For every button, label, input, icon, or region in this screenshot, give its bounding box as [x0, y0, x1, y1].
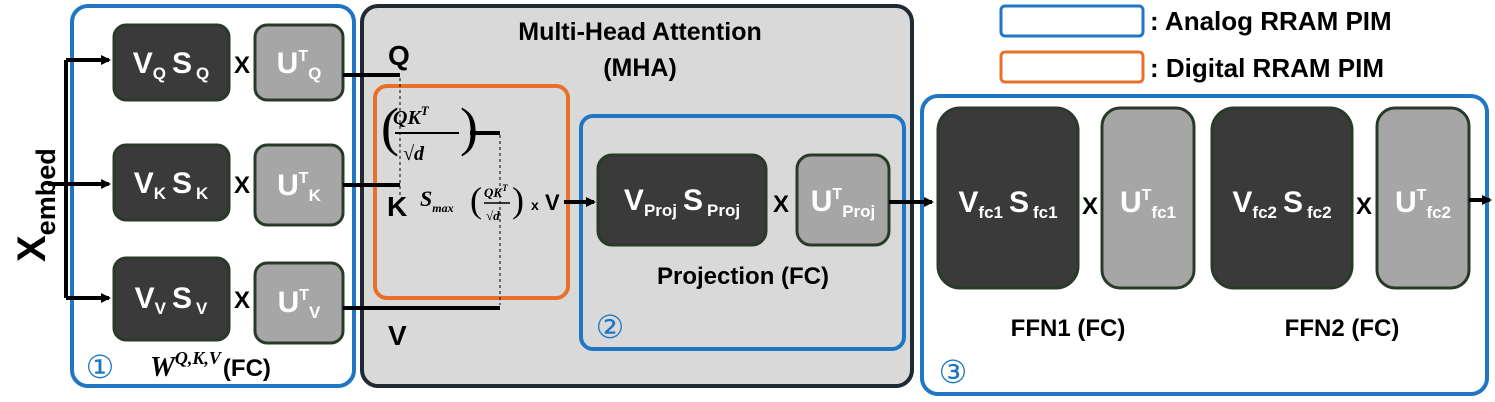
section1-box	[70, 4, 356, 388]
svg-text:Smax: Smax	[420, 186, 454, 215]
section2-label: Projection (FC)	[657, 263, 829, 290]
legend-analog-swatch	[999, 4, 1145, 38]
svg-text:UTfc2: UTfc2	[1395, 186, 1451, 222]
output-v: V	[388, 320, 407, 351]
attention-dotted-guides	[399, 78, 501, 305]
svg-text:QKT: QKT	[393, 103, 430, 129]
svg-text:UTfc1: UTfc1	[1120, 186, 1176, 222]
mha-abbr: (MHA)	[603, 54, 677, 82]
qkv-output-lines	[343, 73, 500, 310]
attention-softmax: Smax ( QKT √d ) x V	[420, 180, 560, 223]
ut-block-q	[253, 23, 345, 102]
input-lines	[48, 55, 111, 303]
svg-text:Xembed: Xembed	[10, 148, 61, 262]
svg-text:√d: √d	[486, 208, 500, 223]
svg-text:UTProj: UTProj	[811, 185, 876, 221]
ut-block-fc1	[1100, 106, 1196, 290]
legend-digital-swatch	[999, 50, 1145, 84]
times-sign: X	[1356, 193, 1372, 220]
svg-text:UTV: UTV	[278, 286, 321, 322]
svg-text:(: (	[381, 97, 399, 157]
svg-text:): )	[512, 180, 524, 220]
output-k: K	[387, 191, 407, 222]
svg-text:(: (	[470, 180, 482, 220]
section1-label: WQ,K,V(FC)	[150, 348, 271, 383]
svg-text:UTK: UTK	[277, 169, 321, 205]
times-sign: X	[234, 172, 250, 199]
ffn2-label: FFN2 (FC)	[1285, 315, 1400, 342]
vs-block-k	[112, 143, 231, 222]
ut-block-v	[253, 261, 345, 345]
section2-badge: ②	[596, 308, 625, 346]
svg-text:UTQ: UTQ	[277, 47, 322, 83]
times-sign: X	[234, 287, 250, 314]
section2-box	[579, 114, 906, 351]
input-label: Xembed	[10, 148, 61, 262]
section3-box	[920, 94, 1489, 396]
times-sign: X	[234, 52, 250, 79]
attention-digital-box	[373, 84, 570, 300]
times-sign: X	[1082, 193, 1098, 220]
times-sign: X	[773, 191, 789, 218]
vs-block-fc1	[936, 106, 1080, 290]
section1-badge: ①	[86, 348, 115, 386]
vs-block-fc2	[1210, 106, 1354, 290]
mha-title: Multi-Head Attention	[518, 18, 761, 46]
ffn1-label: FFN1 (FC)	[1011, 315, 1126, 342]
svg-text:QKT: QKT	[484, 183, 508, 200]
svg-text:√d: √d	[403, 143, 425, 165]
svg-text:): )	[460, 97, 478, 157]
vs-block-proj	[596, 153, 768, 247]
attention-scores: ( QKT √d )	[381, 97, 500, 165]
svg-text:V: V	[545, 190, 560, 215]
vs-block-q	[112, 23, 231, 102]
svg-text:x: x	[531, 197, 539, 213]
section3-badge: ③	[939, 353, 968, 391]
output-q: Q	[388, 40, 410, 71]
vs-block-v	[112, 256, 231, 342]
legend-digital-label: : Digital RRAM PIM	[1150, 53, 1384, 83]
legend-analog-label: : Analog RRAM PIM	[1150, 6, 1392, 36]
